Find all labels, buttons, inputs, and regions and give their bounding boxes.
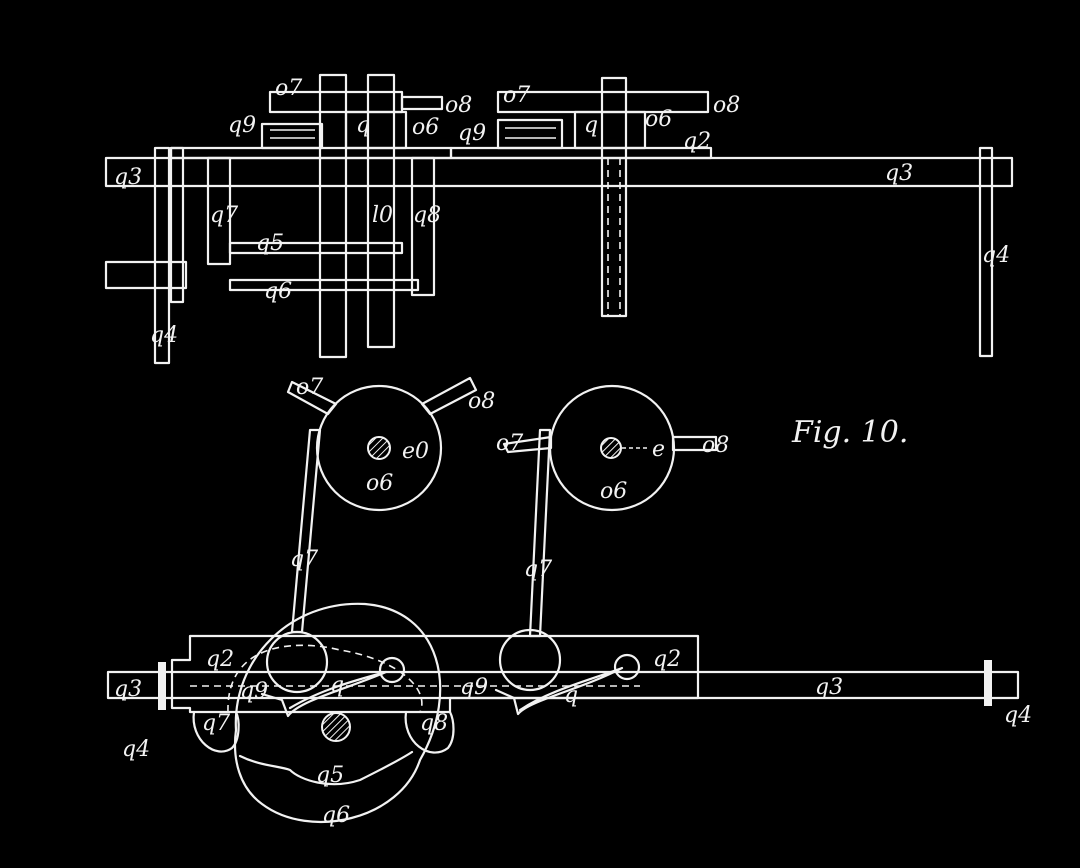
top-view [104,73,1014,365]
label-q9-bottom-left: q9 [240,679,268,704]
figure-caption: Fig. 10. [791,415,908,450]
label-q4-top-left: q4 [150,323,178,348]
pawl-q-right [494,666,624,716]
label-o7-cam-left: o7 [296,375,323,400]
hub-q8-bottom [404,710,455,754]
label-q9-bottom-right: q9 [460,675,488,700]
label-q1-rod-right: q7 [524,557,552,582]
lever-o7-right [496,90,710,114]
label-q3-bottom-right: q3 [815,675,843,700]
label-o8-cam-right: o8 [702,433,729,458]
cam-views [286,376,718,638]
shaft-e [600,76,628,318]
label-q7-bottom: q7 [202,711,230,736]
label-q3-bottom-left: q3 [114,677,142,702]
label-q-top-right: q [584,113,598,138]
lower-bar-left [104,260,188,290]
label-q4-bottom-right: q4 [1004,703,1032,728]
label-q-bottom-right: q [564,683,578,708]
label-e0: e0 [402,439,429,464]
bar-q3-top [104,156,1014,188]
plate-top-right [449,146,713,160]
label-q2-bottom-right: q2 [653,647,681,672]
arm-q8-top [410,156,436,297]
shaft-e0-left [318,73,348,359]
disk-q6-bottom [233,602,442,824]
label-q3-top-right: q3 [885,161,913,186]
cam-lobe-o7-left [286,380,338,416]
label-e: e [652,437,665,462]
end-block-q4-right [984,660,992,706]
label-q8-bottom: q8 [420,711,448,736]
cam-o6-left-disk [315,384,443,512]
disk-q5-edge [228,241,404,255]
shaft-e0-right [366,73,396,349]
label-q1-rod-left: q7 [290,547,318,572]
label-q6-bottom: q6 [322,803,350,828]
label-o8-cam-left: o8 [468,389,495,414]
label-q2-top: q2 [683,129,711,154]
label-q5-bottom: q5 [316,763,344,788]
lever-o8-left [400,95,444,111]
label-o7-top-left: o7 [275,76,302,101]
rod-q1-left [290,428,322,634]
label-o7-cam-right: o7 [496,431,523,456]
pivot-right [613,653,641,681]
pivot-left [378,656,406,684]
label-q-top-left: q [356,113,370,138]
label-o8-top-right: o8 [713,93,740,118]
pivot-block-right [496,118,564,150]
cam-o6-left [344,110,408,150]
label-q4-top-right: q4 [982,243,1010,268]
bottom-view [106,602,1020,824]
label-q3-top-left: q3 [114,165,142,190]
post-q4-left [153,146,171,365]
arm-q7-top [206,156,232,266]
rod-q1-right [528,428,552,638]
hub-q7-bottom [192,710,240,753]
disk-q6-edge [228,278,420,292]
label-o6-cam-right: o6 [600,479,627,504]
label-o6-top-left: o6 [412,115,439,140]
plate-top-left [169,146,453,160]
rod-end-right [498,628,562,692]
label-q2-bottom-left: q2 [206,647,234,672]
label-l0-top: l0 [372,203,393,228]
label-q9-top-right: q9 [458,121,486,146]
pivot-block-left [260,122,324,150]
label-o6-top-right: o6 [645,107,672,132]
label-q7-top: q7 [210,203,238,228]
label-o6-cam-left: o6 [366,471,393,496]
cam-lobe-o8-left [420,376,478,416]
cam-lobe-o7-right [502,435,553,454]
label-o8-top-left: o8 [445,93,472,118]
label-q8-top: q8 [413,203,441,228]
cam-lobe-o8-right [671,435,718,452]
label-q5-top: q5 [256,231,284,256]
label-q-bottom-left: q [330,673,344,698]
end-block-q4-left [158,662,166,710]
label-q9-top-left: q9 [228,113,256,138]
label-q6-top: q6 [264,279,292,304]
shaft-e0-section [367,436,391,460]
shaft-q5-section [321,712,351,742]
post-q4-right [978,146,994,358]
rod-end-left [265,630,329,694]
post-left-inner [169,146,185,304]
pawl-q-left [260,670,388,718]
shaft-e-section [600,437,622,459]
label-q4-bottom-left: q4 [122,737,150,762]
label-o7-top-right: o7 [503,83,530,108]
plate-q2-bottom [170,634,700,714]
disk-q5-bottom [238,750,414,786]
